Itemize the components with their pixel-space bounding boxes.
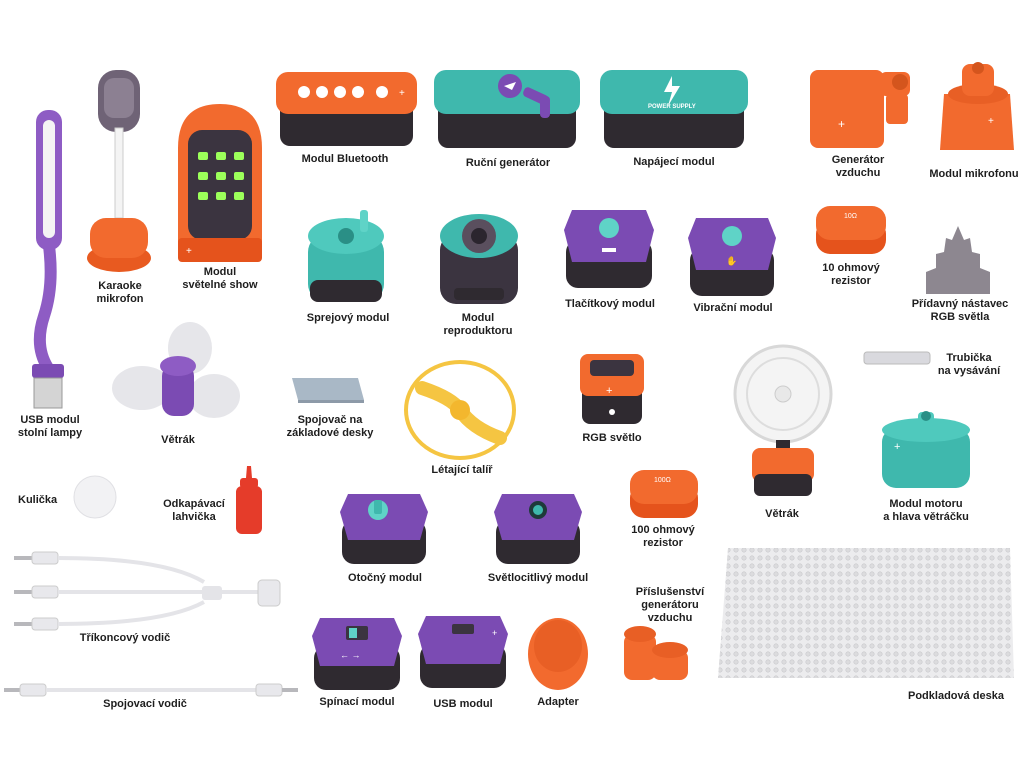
label-motor: Modul motoru a hlava větráčku (883, 498, 969, 523)
label-power: Napájecí modul (633, 156, 715, 168)
label-hand-generator: Ruční generátor (465, 157, 551, 169)
rotary-module (338, 490, 430, 566)
three-end-wire (14, 546, 282, 631)
label-rgb-ext: Přídavný nástavec RGB světla (911, 298, 1009, 323)
label-base-connector: Spojovač na základové desky (286, 414, 374, 439)
power-module: POWER SUPPLY (598, 68, 750, 152)
speaker-module (436, 210, 522, 306)
connecting-wire (4, 680, 298, 700)
label-flying-saucer: Létající talíř (431, 464, 493, 476)
light-show-module: + (172, 100, 268, 266)
svg-text:← →: ← → (340, 650, 361, 660)
base-plate-connector (288, 374, 368, 404)
label-fan1: Větrák (161, 434, 195, 446)
label-ball: Kulička (18, 494, 58, 506)
label-suction-tube: Trubička na vysávání (937, 352, 1001, 377)
svg-text:✋: ✋ (726, 255, 737, 266)
svg-text:+: + (492, 628, 497, 638)
hand-generator (432, 68, 582, 152)
label-air-gen-acc: Příslušenství generátoru vzduchu (635, 586, 705, 624)
label-adapter: Adapter (537, 696, 579, 708)
dropper-bottle (234, 464, 264, 536)
label-spray: Sprejový modul (306, 312, 390, 324)
label-resistor100: 100 ohmový rezistor (631, 524, 695, 549)
fan-propeller (108, 322, 244, 422)
label-dropper: Odkapávací lahvička (163, 498, 225, 523)
adapter (526, 614, 590, 694)
label-rgb-light: RGB světlo (582, 432, 642, 444)
svg-text:+: + (838, 117, 845, 131)
flying-saucer (402, 358, 518, 464)
spray-module (304, 206, 388, 306)
label-three-wire: Tříkoncový vodič (79, 632, 171, 644)
svg-text:+: + (606, 385, 612, 397)
svg-text:+: + (894, 441, 900, 453)
microphone-module: + (934, 54, 1020, 158)
label-bluetooth: Modul Bluetooth (301, 153, 389, 165)
label-button: Tlačítkový modul (565, 298, 655, 310)
suction-tube (862, 348, 932, 368)
bluetooth-module: + (274, 70, 419, 150)
label-usb-module: USB modul (433, 698, 493, 710)
resistor-10-ohm: 10Ω (814, 202, 888, 258)
ball (72, 474, 118, 520)
label-mic-module: Modul mikrofonu (929, 168, 1019, 180)
label-connect-wire: Spojovací vodič (103, 698, 187, 710)
resistor-100-text: 100Ω (654, 477, 671, 484)
resistor-100-ohm: 100Ω (628, 466, 700, 522)
label-switch: Spínací modul (319, 696, 395, 708)
label-vibration: Vibrační modul (693, 302, 773, 314)
power-supply-text: POWER SUPPLY (648, 104, 696, 110)
usb-desk-lamp (24, 106, 74, 412)
air-generator: + (806, 66, 914, 152)
rgb-light-module: + (578, 350, 646, 426)
label-fan2: Větrák (765, 508, 799, 520)
light-sensor-module (492, 490, 584, 566)
vibration-module: ✋ (686, 214, 778, 300)
label-karaoke: Karaoke mikrofon (96, 280, 144, 305)
label-usb-lamp: USB modul stolní lampy (17, 414, 83, 439)
label-resistor10: 10 ohmový rezistor (822, 262, 880, 287)
desk-fan (728, 344, 838, 500)
label-base-plate: Podkladová deska (908, 690, 1004, 702)
label-speaker: Modul reproduktoru (443, 312, 513, 337)
label-air-generator: Generátor vzduchu (831, 154, 885, 179)
svg-text:+: + (186, 246, 192, 257)
motor-module: + (878, 410, 974, 492)
label-light-show: Modul světelné show (182, 266, 258, 291)
svg-text:+: + (988, 116, 994, 127)
base-plate (716, 546, 1016, 680)
label-rotary: Otočný modul (348, 572, 422, 584)
rgb-light-extension (922, 224, 994, 296)
resistor-10-text: 10Ω (844, 213, 857, 220)
karaoke-microphone (84, 68, 154, 278)
usb-module: + (416, 612, 510, 692)
switch-module: ← → (310, 614, 404, 694)
svg-text:+: + (399, 88, 405, 99)
label-light-sensor: Světlocitlivý modul (487, 572, 589, 584)
air-generator-accessory (620, 620, 692, 684)
button-module (562, 206, 656, 292)
